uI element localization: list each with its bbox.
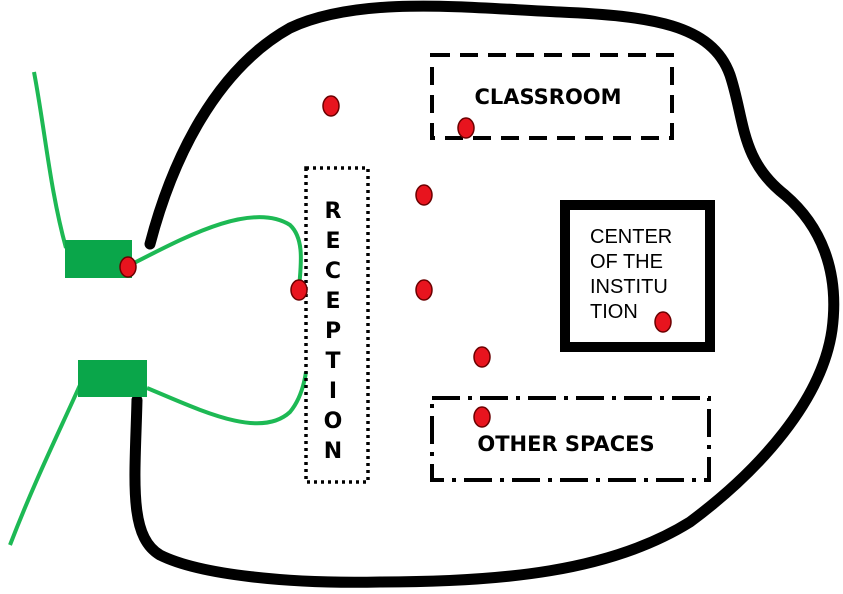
entrance-lower xyxy=(78,360,147,397)
observation-point xyxy=(415,184,433,206)
observation-points xyxy=(119,95,672,428)
reception-zone xyxy=(304,166,370,484)
center-label: CENTER OF THE INSTITU TION xyxy=(590,226,672,323)
center-label-line: OF THE xyxy=(590,251,663,273)
reception-letter: C xyxy=(325,259,341,284)
center-label-line: CENTER xyxy=(590,226,672,248)
other-spaces-label: OTHER SPACES xyxy=(477,432,654,456)
observation-point xyxy=(322,95,340,117)
observation-point xyxy=(290,279,308,301)
center-zone xyxy=(560,200,715,352)
reception-letter: I xyxy=(329,379,337,404)
center-label-line: INSTITU xyxy=(590,276,668,298)
observation-point xyxy=(119,256,137,278)
classroom-label: CLASSROOM xyxy=(474,85,621,109)
other-spaces-zone xyxy=(430,396,711,482)
reception-letter: E xyxy=(325,229,340,254)
path-lower-approach xyxy=(8,384,82,546)
reception-letter: T xyxy=(325,349,340,374)
observation-point xyxy=(654,311,672,333)
reception-letter: R xyxy=(325,199,342,224)
observation-point xyxy=(473,346,491,368)
path-upper-to-reception xyxy=(127,215,303,291)
reception-letter: O xyxy=(324,409,343,434)
institution-boundary xyxy=(129,0,840,588)
observation-point xyxy=(415,279,433,301)
paths xyxy=(8,71,308,546)
reception-letter: P xyxy=(325,319,341,344)
reception-letter: N xyxy=(324,439,342,464)
classroom-zone xyxy=(430,53,674,140)
reception-letter: E xyxy=(325,289,340,314)
observation-point xyxy=(457,117,475,139)
path-lower-to-reception xyxy=(146,371,308,426)
path-upper-approach xyxy=(32,71,68,249)
observation-point xyxy=(473,406,491,428)
center-label-line: TION xyxy=(590,301,638,323)
reception-label: R E C E P T I O N xyxy=(324,199,343,464)
